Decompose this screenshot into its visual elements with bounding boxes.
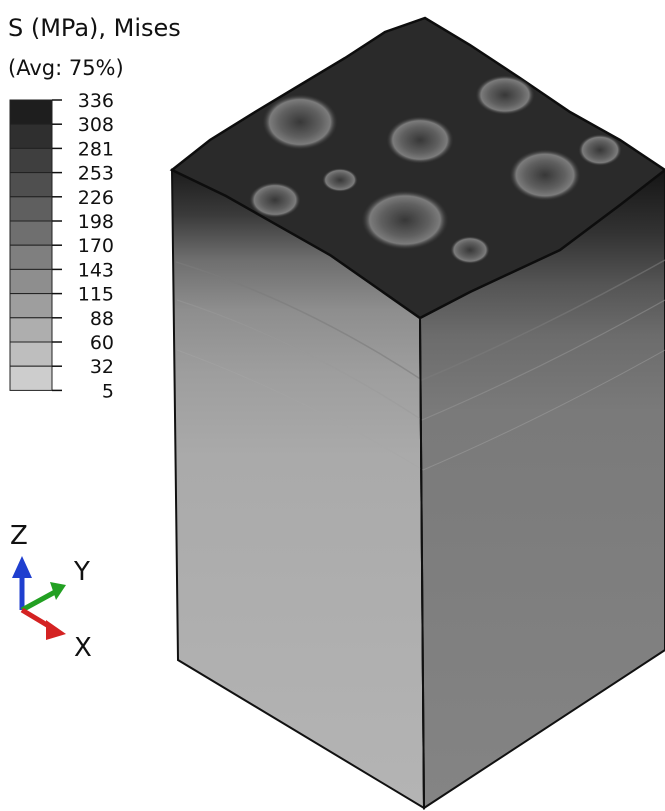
legend-tick-label: 5: [102, 380, 114, 400]
legend-tick-label: 336: [78, 90, 114, 112]
y-axis-label: Y: [73, 557, 90, 587]
legend-band: [9, 365, 53, 391]
legend-band: [9, 123, 53, 149]
legend-tick-label: 226: [78, 187, 114, 209]
y-axis-arrow: [50, 582, 66, 600]
legend-tick-label: 281: [78, 138, 114, 160]
legend-band: [9, 317, 53, 343]
z-axis-arrow: [12, 556, 32, 578]
legend-tick-label: 60: [90, 332, 114, 354]
legend-tick-label: 143: [78, 259, 114, 281]
legend-tick-label: 88: [90, 308, 114, 330]
x-axis-label: X: [74, 633, 92, 663]
z-axis-label: Z: [10, 521, 28, 551]
legend-subtitle: (Avg: 75%): [8, 56, 124, 80]
legend-band: [9, 196, 53, 222]
legend-band: [9, 220, 53, 246]
legend-tick-label: 253: [78, 163, 114, 185]
legend-tick-label: 170: [78, 235, 114, 257]
x-axis-arrow: [46, 620, 66, 640]
legend-band: [9, 244, 53, 270]
surface-stress-spots: [249, 75, 622, 264]
legend-title: S (MPa), Mises: [8, 14, 181, 42]
legend-tick-label: 115: [78, 284, 114, 306]
legend-band: [9, 268, 53, 295]
legend-tick-label: 308: [78, 114, 114, 136]
legend-tick-label: 198: [78, 211, 114, 233]
legend-tick-label: 32: [90, 356, 114, 378]
legend-band: [9, 147, 53, 174]
